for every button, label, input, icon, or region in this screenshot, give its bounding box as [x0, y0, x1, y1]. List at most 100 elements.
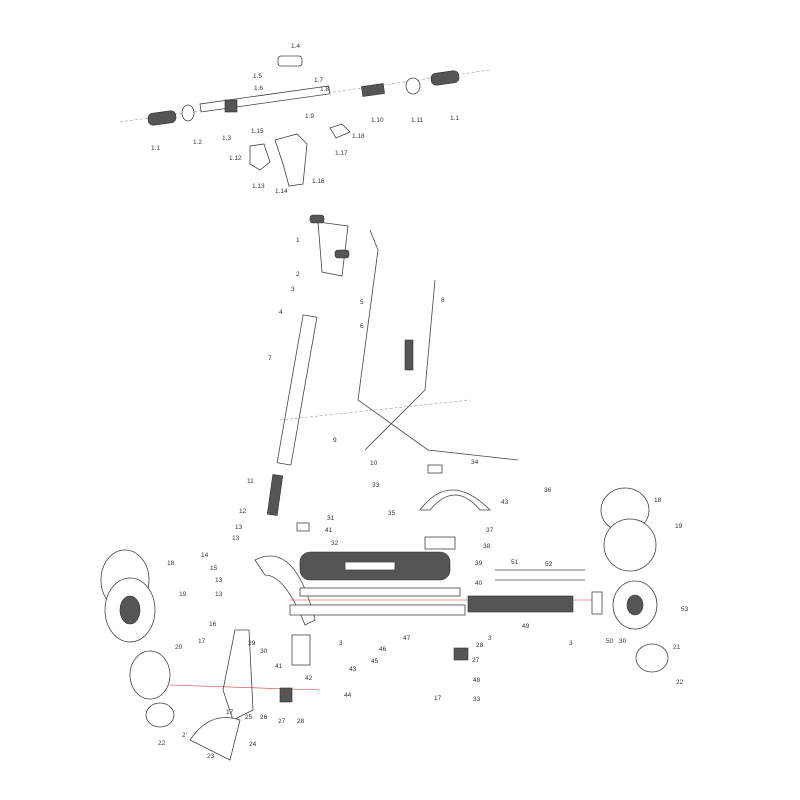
label: 8	[441, 297, 445, 304]
rear-fender	[419, 489, 491, 511]
label: 16	[209, 621, 217, 628]
label: 6	[360, 323, 364, 330]
battery	[467, 595, 574, 613]
stem-head	[274, 133, 308, 187]
label: 1.6	[254, 85, 263, 92]
label: 24	[249, 741, 257, 748]
label: 3	[569, 640, 573, 647]
label: 3	[291, 286, 295, 293]
label: 19	[675, 523, 683, 530]
dropout	[591, 591, 603, 615]
label: 12	[239, 508, 247, 515]
rear-tire	[603, 518, 657, 572]
handlebar-tube	[199, 85, 331, 113]
label: 14	[201, 552, 209, 559]
label: 36	[544, 487, 552, 494]
label: 50	[606, 638, 614, 645]
cable-spring	[404, 339, 414, 371]
part-34	[427, 464, 443, 474]
label: 1.1	[151, 145, 160, 152]
label: 1.12	[229, 155, 242, 162]
label: 1.2	[193, 139, 202, 146]
deck-plate	[299, 587, 461, 597]
label: 52	[545, 561, 553, 568]
motor-hub	[626, 594, 644, 616]
label: 1.11	[411, 117, 424, 124]
label: 45	[371, 658, 379, 665]
label: 34	[471, 459, 479, 466]
bracket-38	[424, 536, 456, 550]
deck-window	[344, 561, 396, 571]
stem-head-main	[317, 221, 349, 277]
label: 21	[673, 644, 681, 651]
label: 1.13	[252, 183, 265, 190]
label: 9	[333, 437, 337, 444]
deck-assembly	[279, 464, 600, 703]
label: 3	[488, 635, 492, 642]
label: 53	[681, 606, 689, 613]
label: 23	[207, 753, 215, 760]
label: 22	[158, 740, 166, 747]
handlebar-assembly	[119, 55, 491, 187]
cover	[329, 123, 351, 139]
main-labels: 1 2 3 4 5 6 7 8 9 10 11 12 13 13 14 15 1…	[158, 237, 689, 760]
end-cap	[181, 104, 195, 122]
label: 47	[403, 635, 411, 642]
label: 3	[339, 640, 343, 647]
label: 46	[379, 646, 387, 653]
label: 30	[260, 648, 268, 655]
label: 25	[245, 714, 253, 721]
label: 20	[175, 644, 183, 651]
label: 17	[226, 709, 234, 716]
label: 1.17	[335, 150, 348, 157]
collar	[405, 77, 421, 95]
label: 22	[676, 679, 684, 686]
kickstand-plate	[291, 634, 311, 666]
brake-caliper	[453, 647, 469, 661]
stem-tube	[276, 314, 318, 466]
label: 1.4	[291, 43, 300, 50]
label: 27	[472, 657, 480, 664]
label: 33	[372, 482, 380, 489]
label: 35	[388, 510, 396, 517]
label: 18	[654, 497, 662, 504]
label: 13	[215, 591, 223, 598]
label: 33	[473, 696, 481, 703]
label: 10	[370, 460, 378, 467]
label: 1.5	[253, 73, 262, 80]
label: 1.16	[312, 178, 325, 185]
label: 11	[247, 478, 254, 485]
spring	[266, 474, 284, 516]
label: 30	[619, 638, 627, 645]
stem-assembly	[266, 214, 519, 516]
right-grip	[430, 70, 460, 86]
rear-assembly	[591, 487, 669, 673]
label: 44	[344, 692, 352, 699]
label: 49	[522, 623, 530, 630]
label: 51	[511, 559, 519, 566]
cable	[364, 279, 436, 451]
label: 43	[501, 499, 509, 506]
label: 5	[360, 299, 364, 306]
label: 17	[434, 695, 442, 702]
label: 2'	[182, 732, 187, 739]
stem-grip-right	[334, 249, 350, 259]
deck-frame	[289, 604, 466, 616]
front-hub	[119, 595, 141, 625]
label: 1.7	[314, 77, 323, 84]
label: 41	[275, 663, 283, 670]
label: 19	[179, 591, 187, 598]
label: 28	[476, 642, 484, 649]
label: 1.10	[371, 117, 384, 124]
brake-cable	[357, 229, 519, 461]
clamp	[249, 143, 271, 171]
label: 40	[475, 580, 483, 587]
rear-disc	[635, 643, 669, 673]
label: 42	[305, 675, 313, 682]
label: 43	[349, 666, 357, 673]
label: 18	[167, 560, 175, 567]
label: 1.9	[305, 113, 314, 120]
label: 13	[232, 535, 240, 542]
stem-grip-left	[309, 214, 325, 224]
